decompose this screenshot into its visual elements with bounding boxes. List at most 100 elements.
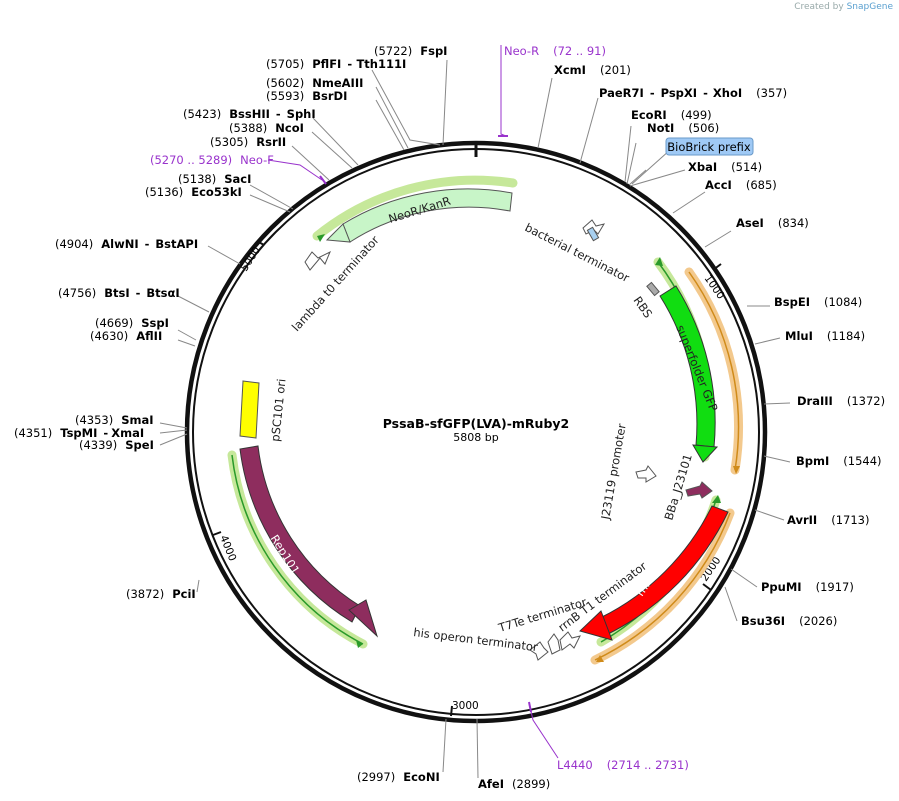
site-pflfi: (5705)PflFI-Tth111I xyxy=(266,57,406,71)
neo-highlight xyxy=(312,175,518,241)
site-name: PciI xyxy=(172,587,195,601)
site-pos: (1917) xyxy=(816,580,854,594)
svg-text:(5270 .. 5289)Neo-F: (5270 .. 5289)Neo-F xyxy=(150,153,274,167)
site-avrii: AvrII (1713) xyxy=(787,513,869,527)
svg-text:(5705)PflFI-Tth111I: (5705)PflFI-Tth111I xyxy=(266,57,406,71)
site-pos: (357) xyxy=(756,86,787,100)
site-bsrdi: (5593)BsrDI xyxy=(266,89,347,103)
site-name: FspI xyxy=(420,44,447,58)
site-pos: (1713) xyxy=(831,513,869,527)
site-pos: (499) xyxy=(681,108,712,122)
site-name: PflFI xyxy=(312,57,341,71)
primer-range: (2714 .. 2731) xyxy=(607,758,689,772)
site-lines xyxy=(159,59,791,779)
svg-text:(4669)SspI: (4669)SspI xyxy=(95,316,169,330)
site-name: AflII xyxy=(136,329,162,343)
plasmid-size: 5808 bp xyxy=(453,431,498,444)
site-name: EcoRI xyxy=(631,108,667,122)
site-name: SacI xyxy=(224,172,251,186)
site-pos: (1372) xyxy=(847,394,885,408)
site-name: PaeR7I xyxy=(599,86,644,100)
site-nmeaiii: (5602)NmeAIII xyxy=(266,76,363,90)
site-name2: Tth111I xyxy=(356,57,406,71)
site-spei: (4339)SpeI xyxy=(79,438,154,452)
site-name: BpmI xyxy=(796,454,829,468)
site-name: AseI xyxy=(736,216,764,230)
svg-text:DraIII(1372): DraIII (1372) xyxy=(797,394,885,408)
site-name: AvrII xyxy=(787,513,817,527)
site-name2: BtsαI xyxy=(146,286,179,300)
j23119-label: J23119 promoter xyxy=(598,422,629,521)
site-fspi: (5722) FspI xyxy=(374,44,447,58)
feature-lambda-t0-terminator: lambda t0 terminator xyxy=(289,233,382,334)
site-name: DraIII xyxy=(797,394,833,408)
site-pos: (1544) xyxy=(843,454,881,468)
site-pos: (5722) xyxy=(374,44,412,58)
site-pcii: (3872) PciI xyxy=(126,587,196,601)
site-name: NmeAIII xyxy=(312,76,363,90)
site-ecori: EcoRI (499) xyxy=(631,108,712,122)
site-pos: (5305) xyxy=(210,135,248,149)
svg-text:(4630)AflII: (4630) AflII xyxy=(90,329,162,343)
site-bsu36i: Bsu36I(2026) xyxy=(741,614,837,628)
site-name2: SphI xyxy=(287,107,316,121)
site-pos: (1184) xyxy=(827,329,865,343)
site-name: XbaI xyxy=(688,160,717,174)
svg-text:(5138)SacI: (5138)SacI xyxy=(178,172,251,186)
svg-text:PpuMI(1917): PpuMI (1917) xyxy=(761,580,854,594)
sfgfp-inner-arrow xyxy=(655,257,663,266)
svg-text:AccI(685): AccI(685) xyxy=(705,178,777,192)
site-name: AfeI xyxy=(478,777,504,791)
site-acci: AccI(685) xyxy=(705,178,777,192)
mruby-orange-line xyxy=(594,512,731,661)
site-alwni: (4904)AlwNI-BstAPI xyxy=(55,237,198,251)
site-pos: (3872) xyxy=(126,587,164,601)
site-econi: (2997)EcoNI xyxy=(357,770,440,784)
svg-text:AseI(834): AseI(834) xyxy=(736,216,809,230)
site-name: RsrII xyxy=(256,135,286,149)
site-name2: BstAPI xyxy=(155,237,198,251)
site-name: Bsu36I xyxy=(741,614,785,628)
svg-text:(5305)RsrII: (5305) RsrII xyxy=(210,135,286,149)
tick-5000: 5000 xyxy=(238,240,265,274)
site-pos: (4630) xyxy=(90,329,128,343)
site-pos: (4339) xyxy=(79,438,117,452)
svg-text:(4351)TspMI-XmaI: (4351)TspMI-XmaI xyxy=(14,426,144,440)
site-name3: XhoI xyxy=(713,86,742,100)
site-name: PpuMI xyxy=(761,580,802,594)
svg-text:BspEI(1084): BspEI(1084) xyxy=(774,295,862,309)
site-pos: (4351) xyxy=(14,426,52,440)
mruby-green-arrow xyxy=(712,495,721,503)
feature-bba-j23101: BBa_J23101 xyxy=(661,452,713,522)
svg-text:EcoRI(499): EcoRI (499) xyxy=(631,108,712,122)
site-pos: (4353) xyxy=(75,413,113,427)
site-bspei: BspEI(1084) xyxy=(774,295,862,309)
svg-text:PaeR7I-PspXI-XhoI(357): PaeR7I-PspXI-XhoI(357) xyxy=(599,86,787,100)
site-mlui: MluI(1184) xyxy=(785,329,865,343)
site-noti: NotI(506) xyxy=(647,121,719,135)
site-eco53ki: (5136)Eco53kI xyxy=(145,185,242,199)
site-pos: (5423) xyxy=(183,107,221,121)
site-xcmi: XcmI(201) xyxy=(554,63,631,77)
bacterial-label: bacterial terminator xyxy=(523,220,632,285)
svg-text:BpmI(1544): BpmI (1544) xyxy=(796,454,882,468)
site-pos: (5136) xyxy=(145,185,183,199)
svg-text:(5593)BsrDI: (5593)BsrDI xyxy=(266,89,347,103)
svg-text:AvrII(1713): AvrII (1713) xyxy=(787,513,869,527)
svg-text:(3872)PciI: (3872) PciI xyxy=(126,587,196,601)
primer-neo-r: Neo-R(72 .. 91) xyxy=(498,44,606,137)
primer-range: (5270 .. 5289) xyxy=(150,153,232,167)
svg-text:(2997)EcoNI: (2997)EcoNI xyxy=(357,770,440,784)
hisop-label: his operon terminator xyxy=(413,625,539,654)
site-smai: (4353)SmaI xyxy=(75,413,154,427)
site-pos: (2997) xyxy=(357,770,395,784)
sfgfp-outer-line xyxy=(688,271,740,471)
site-draiii: DraIII (1372) xyxy=(797,394,885,408)
svg-text:L4440(2714 .. 2731): L4440(2714 .. 2731) xyxy=(557,758,689,772)
svg-text:NotI(506): NotI(506) xyxy=(647,121,719,135)
site-name: BtsI xyxy=(104,286,129,300)
svg-text:XcmI(201): XcmI(201) xyxy=(554,63,631,77)
site-asei: AseI(834) xyxy=(736,216,809,230)
svg-text:(5602)NmeAIII: (5602)NmeAIII xyxy=(266,76,363,90)
site-name: SspI xyxy=(141,316,169,330)
